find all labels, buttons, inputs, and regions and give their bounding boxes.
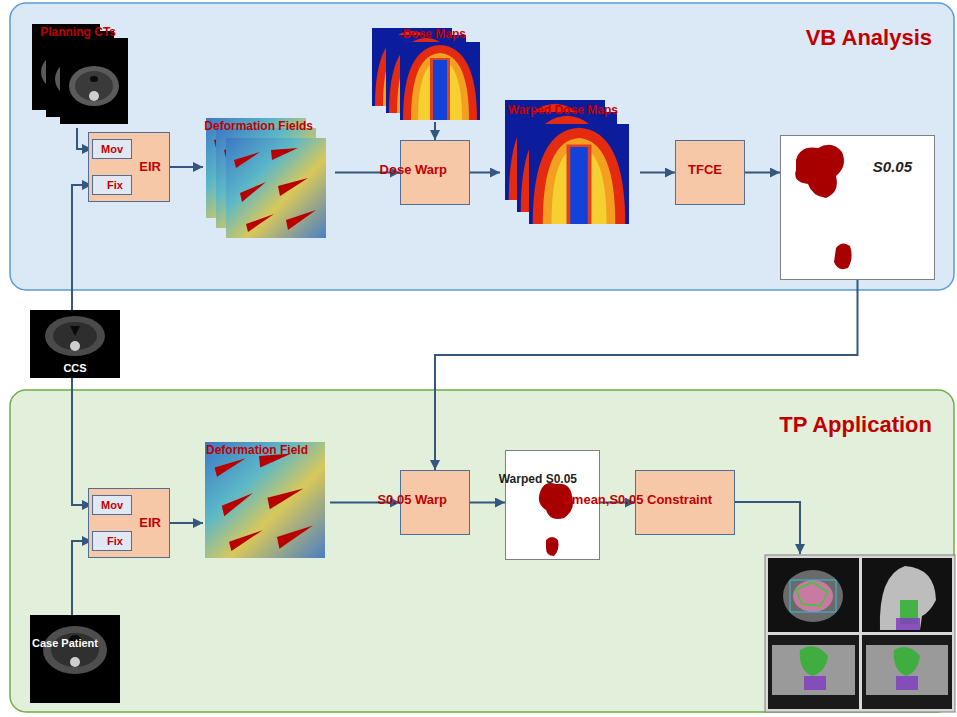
warped-s005-map-part xyxy=(546,537,559,556)
s005-map-part xyxy=(834,243,852,269)
treatment-plan-screenshot-part xyxy=(790,580,836,612)
treatment-plan-screenshot-part xyxy=(866,645,948,695)
input-box: Fix xyxy=(92,175,132,195)
connector-arrow xyxy=(72,185,92,310)
treatment-plan-screenshot-part xyxy=(896,676,918,690)
treatment-plan-screenshot-part xyxy=(804,676,826,690)
treatment-plan-screenshot-part xyxy=(793,580,833,612)
process-box: EIR MovFix xyxy=(88,488,170,558)
deformation-field-image xyxy=(205,442,325,558)
process-box: Dose Warp xyxy=(400,140,470,205)
connector-arrow xyxy=(72,378,92,505)
node-label: EIR xyxy=(139,160,161,175)
treatment-plan-screenshot-part xyxy=(796,582,828,606)
image-stack: Warped Dose Maps xyxy=(500,82,640,232)
node-label: TFCE xyxy=(688,163,722,178)
ccs-image-part xyxy=(70,326,80,336)
node-label: Fix xyxy=(107,179,123,192)
panel: VB Analysis Planning CTs Dose MapsEIR MovFi… xyxy=(10,3,954,290)
field-image: Deformation Field xyxy=(203,422,330,562)
node-label: CCS xyxy=(63,362,86,375)
ccs-image xyxy=(30,310,120,378)
treatment-plan-screenshot-part xyxy=(772,645,855,695)
node-label: Fix xyxy=(107,535,123,548)
connector-arrow xyxy=(745,172,780,174)
ct-image: Case Patient xyxy=(30,615,120,703)
node-label: EIR xyxy=(139,516,161,531)
output-arrow xyxy=(735,502,800,554)
treatment-plan-screenshot-part xyxy=(862,635,952,709)
node-label: Dmean,S0.05 Constraint xyxy=(562,493,712,508)
warped-dose-stack-part xyxy=(529,124,629,224)
warped-dose-stack xyxy=(505,100,629,224)
node-label: Mov xyxy=(101,499,123,512)
planning-ct-stack-part xyxy=(60,38,128,124)
connector-arrow xyxy=(170,522,203,524)
ccs-image-part xyxy=(70,341,80,351)
ccs-image-part xyxy=(53,322,97,350)
connector-arrow xyxy=(470,172,500,174)
s005-map-part xyxy=(780,135,935,280)
node-label: TP Application xyxy=(779,412,932,437)
treatment-plan-screenshot-part xyxy=(894,647,920,676)
node-label: VB Analysis xyxy=(806,25,932,50)
node-label: Dose Warp xyxy=(380,163,447,178)
process-box: EIR MovFix xyxy=(88,132,170,202)
treatment-plan-screenshot xyxy=(765,555,955,712)
treatment-plan-screenshot-part xyxy=(768,635,859,709)
case-patient-image-part xyxy=(70,657,80,667)
treatment-plan-screenshot-part xyxy=(765,555,955,712)
treatment-plan-screenshot-part xyxy=(800,646,828,676)
dose-map-stack-part xyxy=(400,42,480,120)
node-label: S0.05 xyxy=(873,158,912,175)
treatment-plan-screenshot-part xyxy=(768,558,859,632)
ct-image: CCS xyxy=(30,310,120,378)
tp-panel xyxy=(10,390,954,712)
node-label: Deformation Fields xyxy=(204,120,313,134)
s005-map xyxy=(780,135,935,280)
connector-arrow xyxy=(470,502,505,504)
node-label: Planning CTs xyxy=(40,26,116,40)
deformation-field-image-part xyxy=(205,442,325,558)
input-box: Mov xyxy=(92,139,132,159)
treatment-plan-screenshot-part xyxy=(783,570,843,622)
node-label: Dose Maps xyxy=(403,28,466,42)
node-label: Warped S0.05 xyxy=(499,473,577,487)
deformation-field-stack-part xyxy=(226,138,326,238)
process-box: S0.05 Warp xyxy=(400,470,470,535)
deformation-field-stack xyxy=(206,118,326,238)
connector-arrow xyxy=(434,122,436,140)
node-label: S0.05 Warp xyxy=(377,493,447,508)
dose-map-stack xyxy=(372,28,480,120)
s005-map-part xyxy=(795,145,844,198)
node-label: Case Patient xyxy=(32,637,98,650)
connector-arrow xyxy=(640,172,675,174)
planning-ct-stack xyxy=(32,24,128,124)
node-label: Deformation Field xyxy=(206,444,308,458)
node-label: Warped Dose Maps xyxy=(508,104,618,118)
treatment-plan-screenshot-part xyxy=(896,618,920,630)
process-box: TFCE xyxy=(675,140,745,205)
connector-arrow xyxy=(170,166,203,168)
input-box: Mov xyxy=(92,495,132,515)
vb-panel xyxy=(10,3,954,290)
treatment-plan-screenshot-part xyxy=(862,558,952,632)
treatment-plan-screenshot-part xyxy=(880,566,936,630)
case-patient-image-part xyxy=(30,615,120,703)
process-box: Dmean,S0.05 Constraint xyxy=(635,470,735,535)
ccs-image-part xyxy=(45,316,105,356)
case-patient-image xyxy=(30,615,120,703)
image-stack: Planning CTs xyxy=(28,4,138,128)
connector-arrow xyxy=(435,280,858,470)
case-patient-image-part xyxy=(43,626,107,674)
node-label: Mov xyxy=(101,143,123,156)
input-box: Fix xyxy=(92,531,132,551)
result-map: S0.05 xyxy=(780,135,935,280)
ccs-image-part xyxy=(30,310,120,378)
panel: TP ApplicationDeformation FieldEIR MovFix… xyxy=(10,390,954,712)
image-stack: Deformation Fields xyxy=(203,98,335,244)
image-stack: Dose Maps xyxy=(368,6,488,122)
